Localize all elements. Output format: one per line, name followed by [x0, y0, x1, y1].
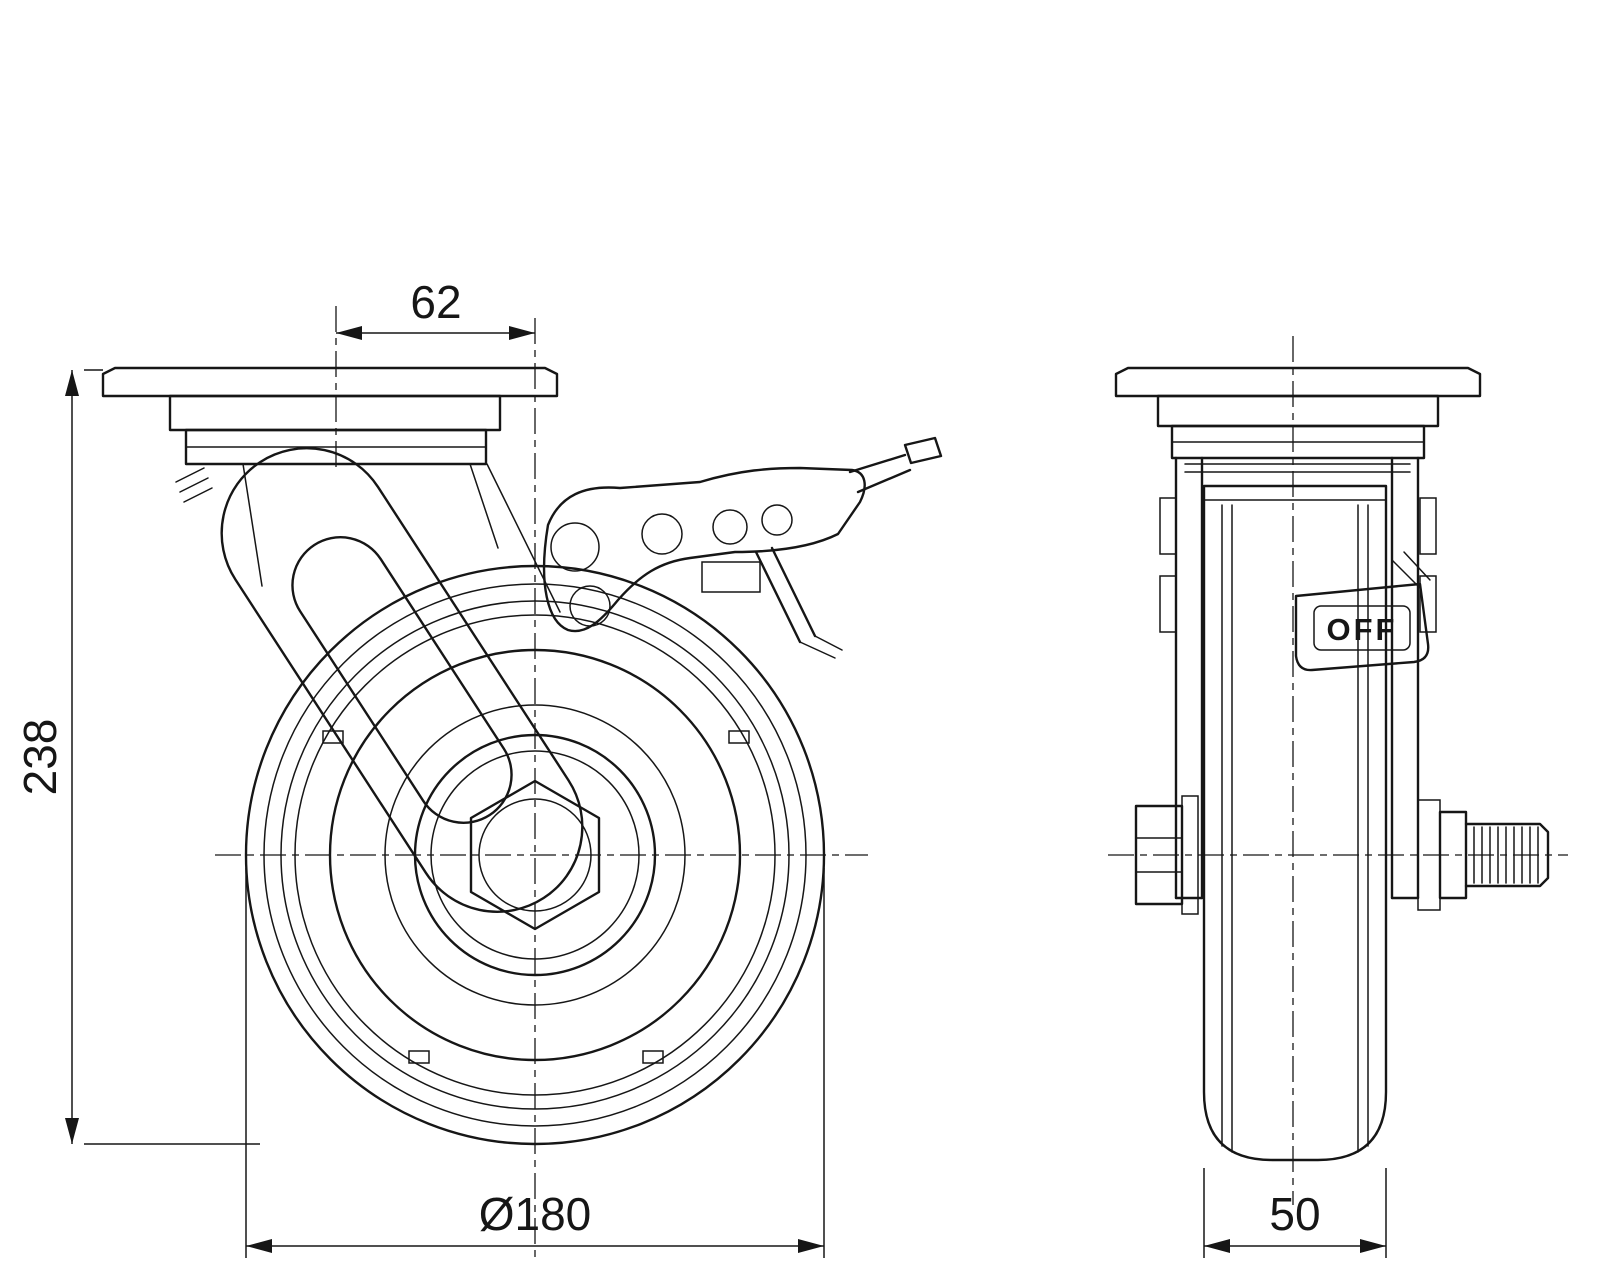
dimension-wheel-width: 50 [1203, 1168, 1387, 1258]
dim-238-text: 238 [14, 719, 66, 796]
dimension-swivel-offset: 62 [336, 276, 535, 340]
top-plate-side [1114, 366, 1482, 473]
brake-pedal-side: OFF [1294, 551, 1431, 672]
dimension-overall-height: 238 [14, 369, 260, 1145]
side-view: OFF [1108, 336, 1568, 1205]
brake-pedal-front [848, 436, 943, 494]
dimension-wheel-diameter: Ø180 [245, 868, 825, 1258]
grease-nipple-icon [175, 467, 213, 503]
wheel-side [1202, 484, 1388, 1162]
axle-hex-nut-front [469, 779, 601, 931]
dim-62-text: 62 [410, 276, 461, 328]
top-plate-front [101, 366, 559, 466]
brake-assembly-front [542, 436, 943, 659]
brake-off-label: OFF [1327, 612, 1398, 647]
brake-release-rod [754, 546, 843, 659]
dim-width-text: 50 [1269, 1188, 1320, 1240]
dim-diameter-text: Ø180 [479, 1188, 592, 1240]
front-view [101, 306, 943, 1258]
fork-legs-side [1159, 456, 1437, 900]
tire-mark [322, 730, 750, 1064]
swivel-fork-front [220, 447, 584, 913]
